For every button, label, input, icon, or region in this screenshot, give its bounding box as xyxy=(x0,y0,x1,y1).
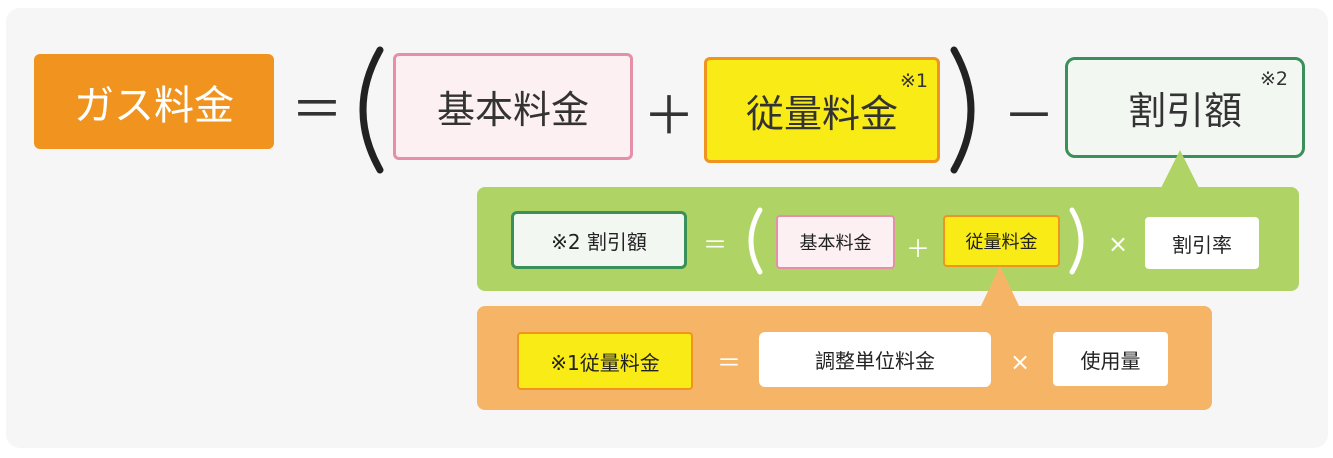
discount-basic-fee-box: 基本料金 xyxy=(776,215,895,269)
left-paren-icon xyxy=(359,46,384,174)
usage-fee-box: 従量料金 xyxy=(704,57,940,163)
basic-fee-box: 基本料金 xyxy=(393,53,633,160)
green-pointer-icon xyxy=(1160,150,1200,190)
right-paren-icon xyxy=(950,46,975,174)
discount-label: 割引額 xyxy=(1127,89,1242,133)
discount-equals-sign: ＝ xyxy=(703,230,727,259)
discount-times-sign: × xyxy=(1107,230,1129,258)
minus-sign: － xyxy=(1003,86,1056,147)
discount-detail-label: ※2 割引額 xyxy=(511,211,687,269)
orange-pointer-icon xyxy=(980,266,1020,308)
equals-sign: ＝ xyxy=(291,80,344,141)
plus-sign: ＋ xyxy=(643,86,696,147)
small-right-paren-icon xyxy=(1069,207,1084,275)
usage-fee-note: ※1 xyxy=(900,70,929,92)
small-left-paren-icon xyxy=(748,207,763,275)
usage-times-sign: × xyxy=(1009,348,1031,376)
usage-amount-box: 使用量 xyxy=(1053,332,1168,386)
discount-rate-box: 割引率 xyxy=(1145,217,1259,269)
usage-equals-sign: ＝ xyxy=(717,348,741,377)
discount-note: ※2 xyxy=(1260,68,1289,90)
discount-usage-fee-box: 従量料金 xyxy=(943,215,1060,267)
unit-price-box: 調整単位料金 xyxy=(759,332,991,387)
discount-box: 割引額 xyxy=(1065,57,1305,158)
gas-fee-box: ガス料金 xyxy=(34,54,274,149)
usage-fee-label: 従量料金 xyxy=(745,91,898,136)
discount-plus-sign: ＋ xyxy=(906,234,930,263)
usage-detail-label: ※1従量料金 xyxy=(517,332,693,390)
